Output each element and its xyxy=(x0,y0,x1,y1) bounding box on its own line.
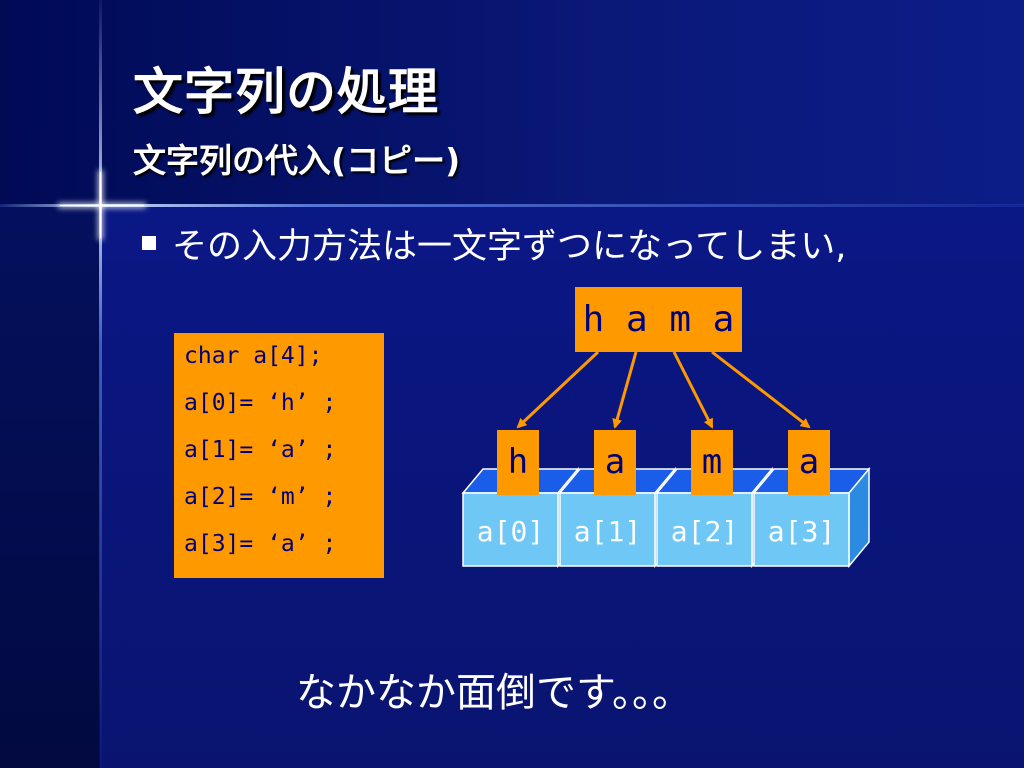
code-box: char a[4]; a[0]= ‘h’ ; a[1]= ‘a’ ; a[2]=… xyxy=(174,333,384,578)
sparkle-horizontal xyxy=(60,205,144,206)
cell-label-1: a[1] xyxy=(573,515,642,548)
title-band xyxy=(0,0,1024,205)
cell-label-3: a[3] xyxy=(767,515,836,548)
slide-subtitle: 文字列の代入(コピー) xyxy=(133,141,461,180)
code-line-1: a[0]= ‘h’ ; xyxy=(184,390,337,416)
cell-char-2: m xyxy=(691,430,733,495)
cell-char-3: a xyxy=(788,430,830,495)
code-line-3: a[2]= ‘m’ ; xyxy=(184,484,337,510)
sparkle-vertical xyxy=(100,172,101,238)
cell-char-0: h xyxy=(497,430,539,495)
bullet-square-icon xyxy=(142,236,156,250)
word-box: h a m a xyxy=(575,287,742,352)
array-cubes xyxy=(461,466,871,569)
cell-char-1: a xyxy=(594,430,636,495)
cell-label-0: a[0] xyxy=(476,515,545,548)
arrow-1 xyxy=(612,351,638,429)
footer-text: なかなか面倒です。。。 xyxy=(296,670,692,716)
bullet-text: その入力方法は一文字ずつになってしまい, xyxy=(172,227,847,267)
code-line-2: a[1]= ‘a’ ; xyxy=(184,437,337,463)
word-text: h a m a xyxy=(582,299,735,340)
horizontal-accent-line xyxy=(0,204,1024,207)
cell-label-2: a[2] xyxy=(670,515,739,548)
arrow-3 xyxy=(711,350,811,429)
code-line-0: char a[4]; xyxy=(184,343,323,369)
copy-arrows xyxy=(516,350,811,429)
code-line-4: a[3]= ‘a’ ; xyxy=(184,531,337,557)
slide-title: 文字列の処理 xyxy=(133,63,439,121)
arrow-0 xyxy=(516,350,600,429)
arrow-2 xyxy=(672,351,714,429)
left-band xyxy=(0,205,100,768)
vertical-accent-line xyxy=(99,0,102,768)
